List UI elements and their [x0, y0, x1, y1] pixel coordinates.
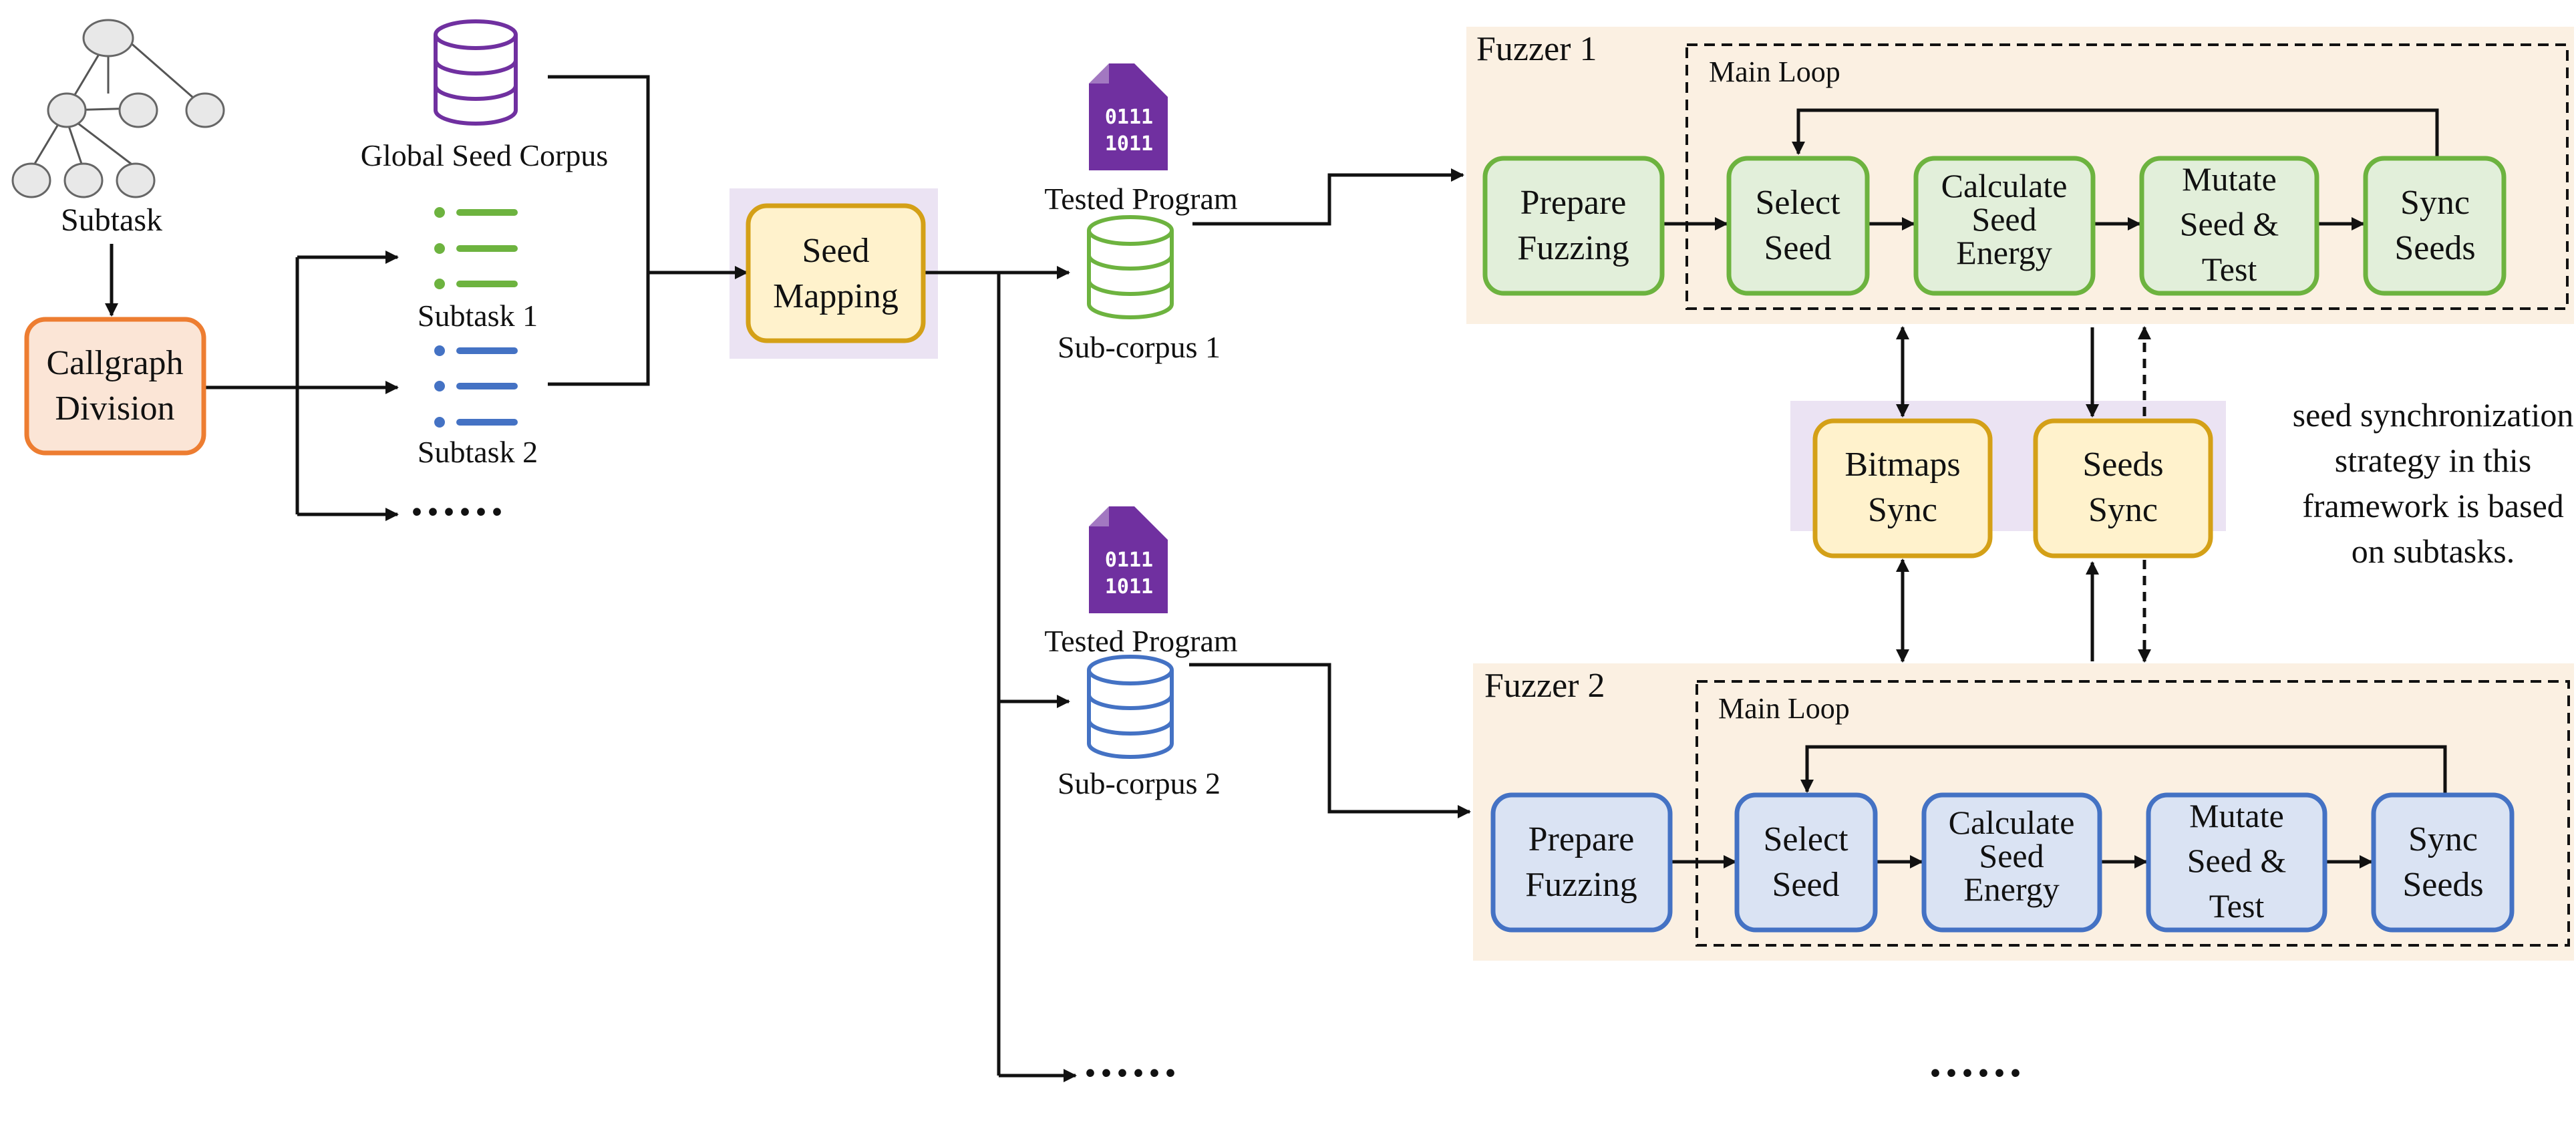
svg-text:Bitmaps: Bitmaps	[1844, 446, 1960, 484]
tree-node-icon	[185, 92, 225, 128]
database-icon	[434, 19, 518, 126]
tree-node-icon	[82, 19, 134, 57]
subtask-tree: Subtask	[11, 19, 225, 238]
svg-text:Fuzzing: Fuzzing	[1517, 229, 1629, 267]
svg-text:Seed: Seed	[1971, 200, 2036, 238]
fuzzer2-main-loop-label: Main Loop	[1718, 692, 1850, 725]
sub-corpus-1-label: Sub-corpus 1	[1058, 330, 1221, 364]
subtask1-label: Subtask 1	[418, 299, 538, 333]
sub-corpus-1-database-icon	[1087, 215, 1174, 319]
tree-node-icon	[63, 162, 104, 198]
svg-text:Select: Select	[1763, 820, 1848, 858]
svg-text:Prepare: Prepare	[1528, 820, 1635, 858]
svg-text:framework is based: framework is based	[2302, 487, 2564, 524]
svg-text:Sync: Sync	[1868, 491, 1937, 529]
global-corpus-label: Global Seed Corpus	[361, 138, 609, 172]
global-seed-corpus: Global Seed Corpus	[361, 19, 609, 172]
svg-text:strategy in this: strategy in this	[2335, 442, 2531, 479]
seeds-sync-node: Seeds Sync	[2033, 418, 2213, 558]
tested-program-2-label: Tested Program	[1044, 624, 1238, 658]
svg-text:Test: Test	[2202, 251, 2257, 288]
fuzzer1-select-node: Select Seed	[1726, 156, 1870, 296]
fuzzer1-main-loop-label: Main Loop	[1709, 55, 1840, 88]
fuzzer2-prepare-node: Prepare Fuzzing	[1490, 792, 1673, 933]
svg-text:1011: 1011	[1105, 132, 1153, 156]
svg-text:0111: 0111	[1105, 548, 1153, 572]
svg-text:Seeds: Seeds	[2082, 446, 2163, 484]
svg-text:on subtasks.: on subtasks.	[2352, 532, 2515, 570]
svg-text:0111: 0111	[1105, 106, 1153, 129]
more-fuzzers-ellipsis: ······	[1082, 1046, 1178, 1100]
main-loop-frame-2	[1696, 680, 2570, 947]
svg-text:Calculate: Calculate	[1941, 167, 2068, 204]
binary-file-icon: 0111 1011	[1089, 63, 1168, 170]
mapping-label-2: Mapping	[773, 277, 899, 315]
bitmaps-sync-node: Bitmaps Sync	[1812, 418, 1993, 558]
fuzzer2-title: Fuzzer 2	[1484, 667, 1605, 705]
svg-text:Mutate: Mutate	[2182, 160, 2277, 198]
svg-text:Seed: Seed	[1979, 837, 2044, 874]
svg-text:1011: 1011	[1105, 575, 1153, 599]
seed-mapping-node: Seed Mapping	[746, 203, 926, 343]
svg-text:Seed: Seed	[1764, 229, 1831, 267]
division-label-2: Division	[55, 389, 174, 428]
tested-program-2: 0111 1011 Tested Program Sub-corpus 2	[1044, 506, 1238, 800]
connectors	[105, 75, 2447, 1082]
fuzzer1-energy-node: Calculate Seed Energy	[1913, 156, 2096, 296]
svg-text:Seeds: Seeds	[2394, 229, 2475, 267]
svg-text:Test: Test	[2209, 887, 2265, 925]
subtask1-list-icon	[434, 207, 518, 289]
more-subtasks-ellipsis: ······	[409, 485, 505, 538]
main-loop-frame-1	[1685, 43, 2569, 310]
fuzzer1-title: Fuzzer 1	[1476, 30, 1597, 68]
division-label-1: Callgraph	[46, 344, 183, 382]
fuzzer2-energy-node: Calculate Seed Energy	[1921, 792, 2102, 933]
svg-text:Seed: Seed	[1772, 866, 1839, 904]
tree-node-icon	[11, 162, 51, 198]
subtask2-list-icon	[434, 345, 518, 428]
svg-text:seed synchronization: seed synchronization	[2293, 396, 2574, 434]
svg-text:Mutate: Mutate	[2189, 797, 2284, 834]
svg-text:Energy: Energy	[1963, 870, 2059, 908]
svg-text:Seed &: Seed &	[2180, 205, 2279, 243]
tested-program-1: 0111 1011 Tested Program Sub-corpus 1	[1044, 63, 1238, 364]
sub-corpus-2-database-icon	[1087, 655, 1174, 759]
fuzzer2-mutate-node: Mutate Seed & Test	[2146, 792, 2327, 933]
fuzzer1-prepare-node: Prepare Fuzzing	[1482, 156, 1665, 296]
tree-node-icon	[47, 92, 87, 128]
fuzzer1-sync-node: Sync Seeds	[2363, 156, 2507, 296]
svg-text:Calculate: Calculate	[1949, 804, 2075, 841]
strategy-note: seed synchronization strategy in this fr…	[2293, 396, 2574, 570]
binary-file-icon: 0111 1011	[1089, 506, 1168, 613]
svg-text:Sync: Sync	[2400, 184, 2470, 222]
sub-corpus-2-label: Sub-corpus 2	[1058, 766, 1221, 800]
mapping-label-1: Seed	[802, 232, 869, 270]
fuzzer2-select-node: Select Seed	[1734, 792, 1878, 933]
svg-text:Sync: Sync	[2408, 820, 2478, 858]
svg-text:Seeds: Seeds	[2402, 866, 2483, 904]
more-fuzzers-right-ellipsis: ······	[1927, 1046, 2024, 1100]
tree-node-icon	[118, 92, 158, 128]
fuzzer2-sync-node: Sync Seeds	[2371, 792, 2515, 933]
subtask2-label: Subtask 2	[418, 435, 538, 469]
fuzzer1-mutate-node: Mutate Seed & Test	[2139, 156, 2319, 296]
svg-text:Sync: Sync	[2088, 491, 2158, 529]
svg-text:Prepare: Prepare	[1520, 184, 1627, 222]
tree-label: Subtask	[61, 202, 162, 238]
tested-program-1-label: Tested Program	[1044, 182, 1238, 216]
tree-node-icon	[116, 162, 156, 198]
svg-text:Select: Select	[1755, 184, 1840, 222]
svg-text:Fuzzing: Fuzzing	[1525, 866, 1637, 904]
svg-text:Seed &: Seed &	[2187, 842, 2287, 879]
svg-text:Energy: Energy	[1956, 234, 2052, 271]
callgraph-division-node: Callgraph Division	[24, 317, 206, 456]
